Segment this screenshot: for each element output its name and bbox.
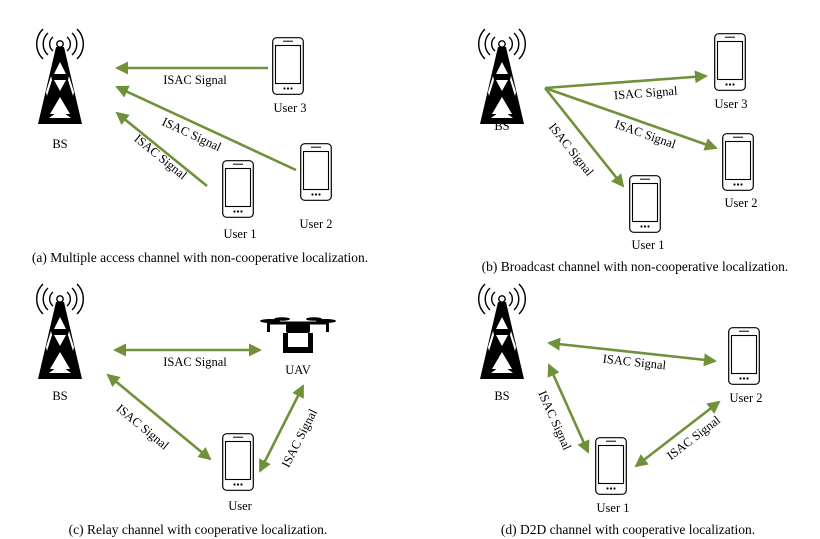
base-station-tower-icon xyxy=(35,283,85,380)
signal-arrow-user1-bs xyxy=(115,111,208,188)
user3-label: User 3 xyxy=(715,97,748,111)
user2-label: User 2 xyxy=(725,196,758,210)
signal-arrow-bs-user1 xyxy=(543,87,625,188)
signal-arrow-user-uav xyxy=(258,384,305,473)
caption-c: (c) Relay channel with cooperative local… xyxy=(69,522,328,537)
user2-phone-icon xyxy=(722,133,754,191)
signal-label-user3: ISAC Signal xyxy=(163,73,227,87)
bs-label: BS xyxy=(494,119,509,133)
user1-label: User 1 xyxy=(632,238,665,252)
user1-phone-icon xyxy=(629,175,661,233)
signal-arrow-bs-user3 xyxy=(544,70,708,90)
user3-label: User 3 xyxy=(274,101,307,115)
user1-phone-icon xyxy=(595,437,627,495)
signal-label-user3: ISAC Signal xyxy=(613,84,678,103)
user3-phone-icon xyxy=(714,33,746,91)
panel-d: BS User 2 User 1 ISAC Signal ISAC Signal… xyxy=(477,283,763,537)
user1-label: User 1 xyxy=(224,227,257,241)
signal-arrow-bs-user1 xyxy=(547,363,590,454)
user2-phone-icon xyxy=(300,143,332,201)
user1-phone-icon xyxy=(222,160,254,218)
signal-label-user1: ISAC Signal xyxy=(546,120,597,179)
signal-label-bs-uav: ISAC Signal xyxy=(163,355,227,369)
base-station-tower-icon xyxy=(35,28,85,125)
signal-arrow-bs-user xyxy=(106,373,212,461)
user-phone-icon xyxy=(222,433,254,491)
bs-label: BS xyxy=(494,389,509,403)
signal-label-bs-user: ISAC Signal xyxy=(114,401,172,453)
base-station-tower-icon xyxy=(477,283,527,380)
signal-arrow-bs-user2 xyxy=(544,86,718,151)
caption-a: (a) Multiple access channel with non-coo… xyxy=(32,250,368,265)
bs-label: BS xyxy=(52,137,67,151)
panel-c: BS UAV User ISAC Signal ISAC Signal ISAC… xyxy=(35,283,338,537)
user-label: User xyxy=(228,499,252,513)
user1-label: User 1 xyxy=(597,501,630,515)
uav-label: UAV xyxy=(285,363,310,377)
user2-label: User 2 xyxy=(300,217,333,231)
base-station-tower-icon xyxy=(477,28,527,125)
signal-label-user-uav: ISAC Signal xyxy=(279,406,320,470)
signal-arrow-user1-user2 xyxy=(634,400,721,468)
user3-phone-icon xyxy=(272,37,304,95)
panel-a: BS User 3 User 2 User 1 ISAC Signal ISAC… xyxy=(32,28,368,265)
signal-label-bs-user2: ISAC Signal xyxy=(602,352,667,373)
caption-b: (b) Broadcast channel with non-cooperati… xyxy=(482,259,789,274)
signal-arrow-user2-bs xyxy=(115,85,297,172)
panel-b: BS User 3 User 2 User 1 ISAC Signal ISAC… xyxy=(477,28,789,274)
user2-phone-icon xyxy=(728,327,760,385)
signal-arrow-bs-user2 xyxy=(547,337,717,367)
uav-drone-icon xyxy=(258,315,338,355)
signal-label-user1: ISAC Signal xyxy=(131,131,190,182)
bs-label: BS xyxy=(52,389,67,403)
caption-d: (d) D2D channel with cooperative localiz… xyxy=(501,522,755,537)
signal-label-bs-user1: ISAC Signal xyxy=(535,389,574,453)
user2-label: User 2 xyxy=(730,391,763,405)
